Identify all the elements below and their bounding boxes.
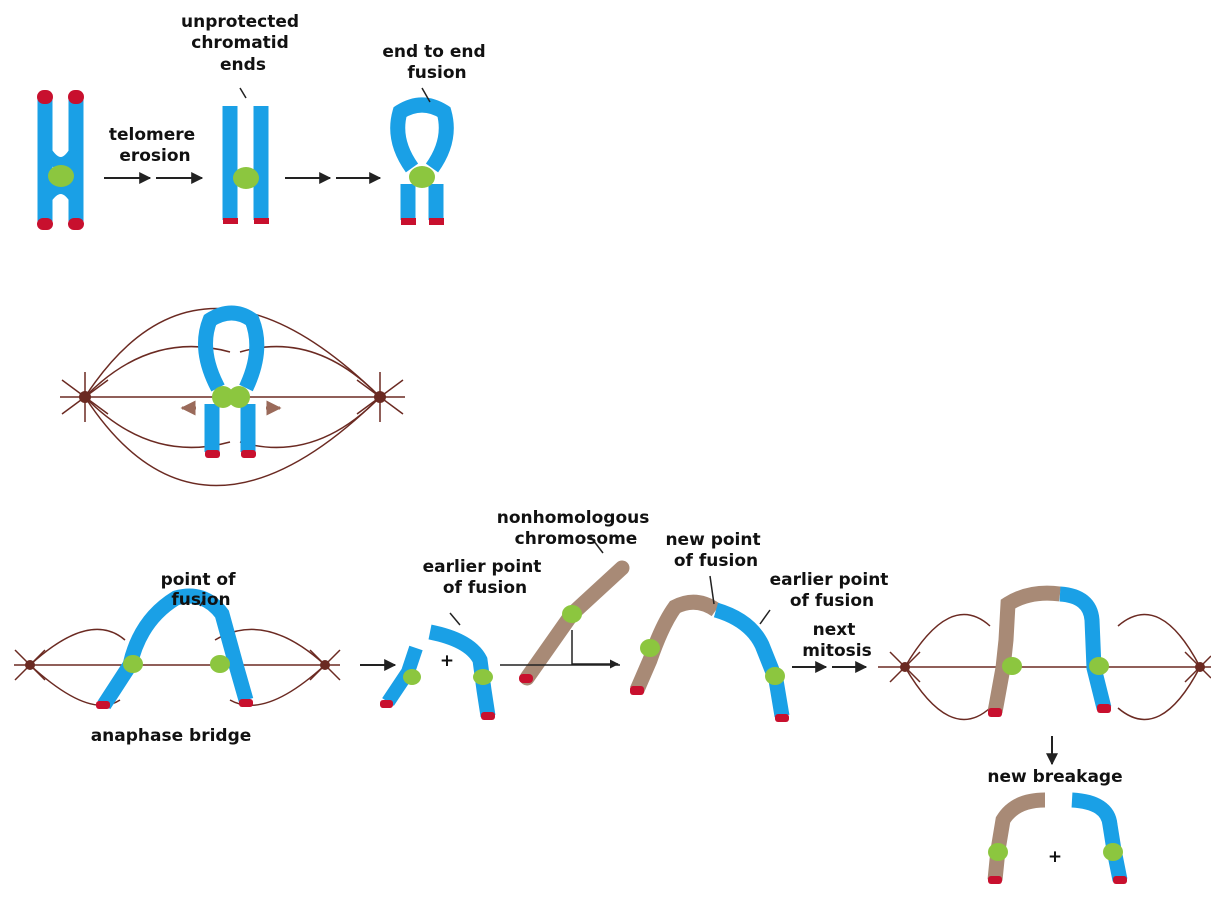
label-earlier-point-of-fusion-1: earlier point of fusion: [423, 557, 548, 598]
label-earlier-point-of-fusion-2: earlier point of fusion: [770, 570, 895, 611]
anaphase-spindle-2: [878, 615, 1211, 720]
pointer-earlier-point-1: [450, 613, 460, 625]
label-telomere-erosion: telomere erosion: [109, 125, 201, 166]
label-next-mitosis: next mitosis: [802, 620, 871, 661]
label-new-point-of-fusion: new point of fusion: [665, 530, 766, 571]
intact-chromosome: [37, 90, 84, 230]
pointer-earlier-point-2: [760, 610, 770, 624]
dicentric-chromosome: [988, 593, 1111, 717]
anaphase-bridge-chromosome: [96, 596, 253, 709]
arrow-join: [572, 630, 618, 664]
eroded-chromosome: [223, 106, 269, 224]
label-plus-2: +: [1048, 847, 1062, 867]
broken-fragment-small: [380, 648, 421, 708]
fused-chromosome: [398, 105, 447, 225]
broken-fragment-large: [430, 632, 495, 720]
new-fused-chromosome: [630, 602, 789, 722]
label-end-to-end-fusion: end to end fusion: [382, 42, 491, 83]
pointer-unprotected-ends: [240, 88, 246, 98]
label-nonhomologous-chromosome: nonhomologous chromosome: [497, 508, 656, 549]
label-new-breakage: new breakage: [987, 767, 1122, 787]
label-plus-1: +: [440, 651, 454, 671]
anaphase-spindle: [14, 629, 340, 705]
label-unprotected-chromatid-ends: unprotected chromatid ends: [181, 12, 305, 75]
label-point-of-fusion: point of fusion: [161, 570, 242, 610]
label-anaphase-bridge: anaphase bridge: [91, 726, 252, 746]
breakage-products: [988, 800, 1127, 884]
fused-chromosome-metaphase: [205, 313, 257, 458]
